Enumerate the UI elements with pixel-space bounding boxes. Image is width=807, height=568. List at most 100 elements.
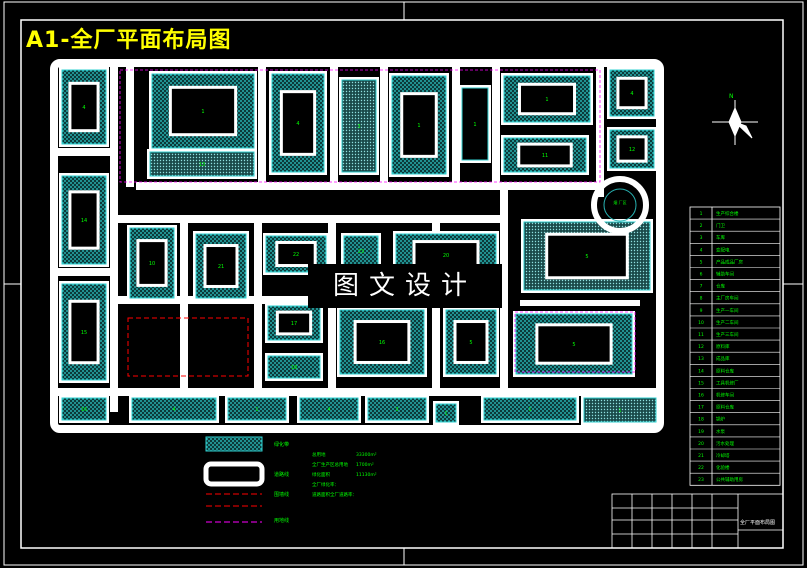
table-row-name: 原料仓库 [716, 367, 734, 374]
building-number: 4 [630, 91, 633, 97]
table-row-number: 21 [698, 453, 704, 459]
building: 4 [59, 67, 109, 147]
table-row-name: 门卫 [716, 222, 725, 229]
table-row-name: 污水处理 [716, 440, 734, 447]
building-inner [517, 82, 577, 116]
building: 15 [59, 281, 109, 383]
building-inner [275, 310, 313, 336]
building: 3 [365, 395, 429, 423]
stat-label: 总用地 [312, 451, 326, 458]
building: 5 [513, 311, 635, 377]
building: 1 [389, 73, 449, 177]
building: 1 [581, 395, 659, 425]
table-row-name: 原料仓库 [716, 404, 734, 411]
building-inner [203, 244, 239, 288]
building-number: 1 [528, 407, 531, 413]
table-row-name: 公共辅助用房 [716, 476, 743, 483]
titleblock-text: 全厂平面布局图 [740, 519, 775, 526]
building: 5 [521, 219, 653, 293]
table-row-name: 生产一车间 [716, 307, 739, 314]
title-block [611, 493, 784, 549]
building-number: 3 [395, 407, 398, 413]
table-row-name: 冷却塔 [716, 452, 730, 459]
building-inner [545, 232, 629, 280]
table-row-name: 仓库 [716, 283, 725, 290]
building-number: 11 [542, 153, 548, 159]
legend-swatch-road [203, 461, 265, 487]
building-number: 16 [81, 407, 87, 413]
building: 21 [193, 231, 249, 301]
table-row-number: 7 [700, 284, 703, 290]
building-number: 20 [443, 253, 449, 259]
table-row-number: 8 [700, 296, 703, 302]
table-row-name: 生产三车间 [716, 331, 739, 338]
table-row-name: 机修车间 [716, 392, 734, 399]
building: 1 [481, 395, 579, 423]
table-row-number: 11 [698, 332, 704, 338]
building: 14 [59, 173, 109, 267]
building-number: 4 [296, 121, 299, 127]
stat-label: 全厂绿化率： [312, 481, 339, 488]
building-footprint [149, 151, 255, 177]
building-inner [279, 90, 317, 156]
building-footprint [299, 397, 359, 421]
building: 1 [433, 401, 459, 425]
building: 1 [225, 395, 289, 423]
table-row-name: 原料库 [716, 343, 730, 350]
legend-swatch-green [205, 436, 263, 452]
table-row-name: 产品成品厂房 [716, 258, 743, 265]
building-number: 21 [218, 264, 224, 270]
table-row-number: 12 [698, 344, 704, 350]
table-row-number: 16 [698, 393, 704, 399]
watermark: 图文设计 [308, 264, 502, 308]
building: 4 [607, 67, 657, 119]
building-number: 4 [82, 105, 85, 111]
building-inner [353, 320, 411, 364]
table-row-number: 20 [698, 441, 704, 447]
table-row-name: 生产二车间 [716, 319, 739, 326]
table-row-number: 17 [698, 405, 704, 411]
table-row-name: 主厂房车间 [716, 295, 739, 302]
building-number: 15 [81, 330, 87, 336]
building: 1 [149, 71, 257, 151]
building-inner [517, 142, 573, 168]
table-row-name: 化验楼 [716, 464, 730, 471]
building-inner [616, 76, 648, 110]
circular-area [591, 176, 649, 234]
legend-label: 围墙线 [274, 491, 289, 498]
building-number: 23 [358, 249, 364, 255]
building-footprint [131, 397, 217, 421]
table-row-number: 22 [698, 465, 704, 471]
building-inner [136, 239, 168, 287]
building: 1 [459, 85, 491, 163]
building-number: 22 [293, 252, 299, 258]
building: 4 [297, 395, 361, 423]
building-number: 16 [379, 340, 385, 346]
building: 18 [265, 353, 323, 381]
stat-value: 1700m² [356, 462, 374, 468]
table-row-name: 锅炉 [716, 416, 725, 423]
north-arrow [712, 100, 758, 145]
site-boundary [50, 59, 664, 433]
building-number: 1 [473, 122, 476, 128]
legend-label: 道路线 [274, 471, 289, 478]
building: 4 [129, 395, 219, 423]
building-number: 10 [149, 261, 155, 267]
table-row-number: 2 [700, 223, 703, 229]
building-footprint [435, 403, 457, 423]
building-inner [68, 299, 100, 365]
building-number: 12 [629, 147, 635, 153]
stat-label: 道路面积全厂道路率： [312, 491, 357, 498]
building-footprint [583, 397, 657, 423]
building: 4 [269, 71, 327, 175]
building-number: 4 [172, 407, 175, 413]
building-number: 1 [201, 109, 204, 115]
table-row-number: 3 [700, 235, 703, 241]
building-inner [168, 85, 238, 137]
building: 16 [337, 307, 427, 377]
building-number: 1 [618, 408, 621, 414]
building: 11 [501, 135, 589, 175]
